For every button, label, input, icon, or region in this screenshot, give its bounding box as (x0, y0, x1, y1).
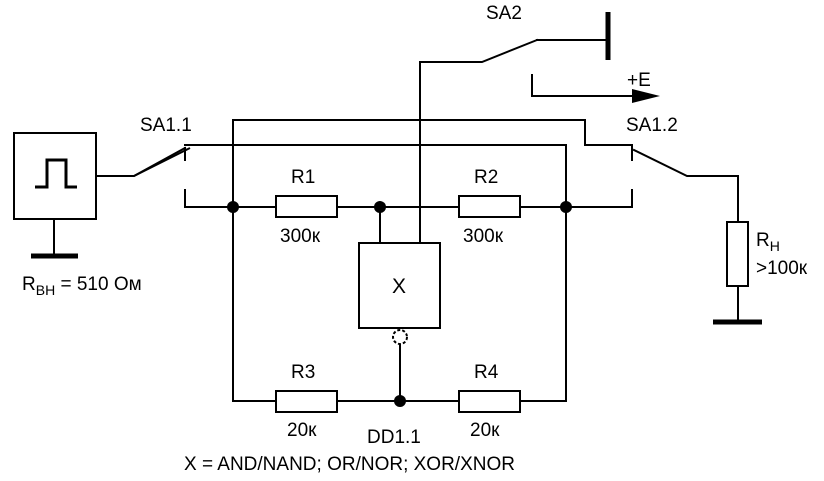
junction-bottom (394, 395, 406, 407)
junction-left (227, 201, 239, 213)
ground-symbols (31, 12, 762, 325)
resistor-r3-body (275, 390, 338, 413)
resistor-r3-name: R3 (291, 362, 315, 383)
resistor-bodies (275, 195, 749, 413)
source-r-value: = 510 Ом (55, 274, 141, 295)
wire-upper-crossover (232, 119, 633, 208)
resistor-r4-value: 20к (470, 420, 500, 441)
resistor-r3-value: 20к (287, 420, 317, 441)
resistor-r2-body (458, 195, 521, 218)
gate-symbol: X (392, 275, 406, 298)
wire-to-load (632, 148, 739, 223)
switch-label-sa1-1: SA1.1 (140, 115, 192, 136)
resistor-r1-value: 300к (280, 226, 321, 247)
caption: X = AND/NAND; OR/NOR; XOR/XNOR (184, 454, 515, 475)
resistor-r2-name: R2 (474, 167, 498, 188)
generator-box (13, 132, 97, 220)
switch-label-sa2: SA2 (486, 3, 522, 24)
resistor-load-body (726, 221, 749, 287)
load-resistance-name: RН (756, 230, 780, 254)
junction-dots (227, 201, 572, 407)
resistor-r4-body (458, 390, 521, 413)
supply-label: +E (627, 70, 651, 91)
sa1-1-blade (133, 147, 191, 177)
gate-inversion-bubble (392, 329, 408, 345)
resistor-r1-name: R1 (291, 167, 315, 188)
logic-gate-box (358, 242, 441, 329)
resistor-r4-name: R4 (474, 362, 499, 383)
junction-middle (374, 201, 386, 213)
pulse-waveform-icon (35, 158, 77, 189)
load-r-main: R (756, 230, 770, 251)
supply-arrow-icon (632, 89, 660, 103)
source-r-subscript: ВН (36, 282, 55, 298)
source-resistance-label: RВН = 510 Ом (22, 274, 142, 298)
source-r-main: R (22, 274, 36, 295)
junction-right (560, 201, 572, 213)
gate-designator: DD1.1 (367, 427, 421, 448)
wire-gate-to-sa2 (419, 38, 539, 244)
load-resistance-value: >100к (756, 258, 808, 279)
pulse-generator (13, 132, 97, 220)
resistor-r2-value: 300к (463, 226, 504, 247)
resistor-r1-body (275, 195, 338, 218)
load-r-subscript: Н (770, 238, 780, 254)
switch-label-sa1-2: SA1.2 (626, 115, 678, 136)
